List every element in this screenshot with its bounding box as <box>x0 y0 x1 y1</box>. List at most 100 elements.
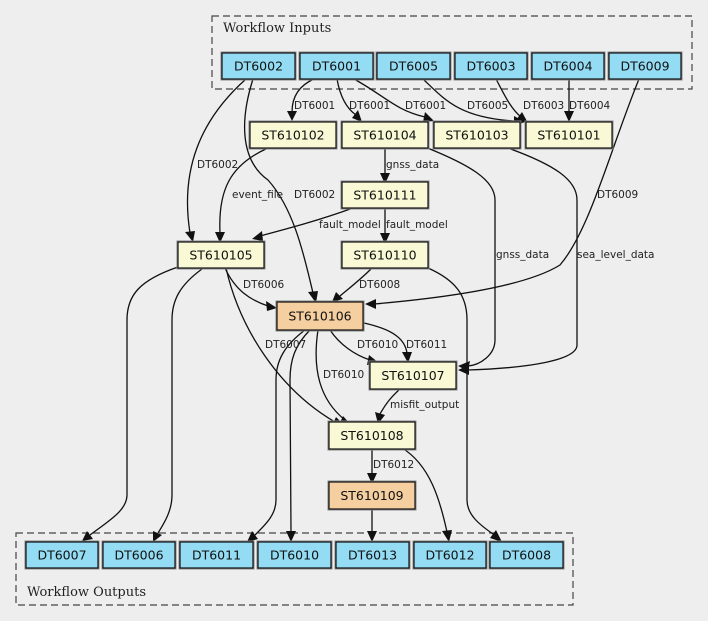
node-in-dt6009[interactable]: DT6009 <box>607 51 683 81</box>
node-st610108[interactable]: ST610108 <box>327 420 417 451</box>
edge-st610106-st610108 <box>315 329 346 421</box>
node-st610104[interactable]: ST610104 <box>340 120 430 150</box>
arrowhead <box>458 365 469 375</box>
edge-st610102-st610105 <box>219 147 269 234</box>
node-label: DT6009 <box>620 59 669 74</box>
node-st610111[interactable]: ST610111 <box>340 180 430 210</box>
node-in-dt6005[interactable]: DT6005 <box>375 51 452 81</box>
edge-label: DT6008 <box>359 279 400 291</box>
node-outline <box>340 240 430 270</box>
node-out-dt6012[interactable]: DT6012 <box>412 540 488 570</box>
node-label: DT6005 <box>389 59 438 74</box>
node-st610102[interactable]: ST610102 <box>248 120 338 150</box>
cluster-title-outputs: Workflow Outputs <box>27 585 146 600</box>
edge-label: DT6010 <box>357 339 398 351</box>
edge-label: DT6001 <box>349 100 390 112</box>
node-label: DT6006 <box>114 548 163 563</box>
arrowhead <box>367 473 377 484</box>
node-box <box>257 541 332 569</box>
node-outline <box>327 480 417 511</box>
node-outline <box>327 420 417 451</box>
node-label: ST610106 <box>288 309 351 324</box>
node-st610101[interactable]: ST610101 <box>524 120 614 150</box>
edge-dt6001-st610102 <box>291 78 315 113</box>
edge-label: DT6010 <box>323 369 364 381</box>
edge-label: DT6007 <box>265 339 306 351</box>
arrowhead <box>442 530 452 542</box>
node-outline <box>101 540 177 570</box>
edge-label: sea_level_data <box>577 249 654 261</box>
arrowhead <box>287 111 297 121</box>
arrowhead <box>153 531 162 542</box>
node-out-dt6007[interactable]: DT6007 <box>24 540 100 570</box>
node-st610110[interactable]: ST610110 <box>340 240 430 270</box>
arrowhead <box>352 110 362 122</box>
edge-st610110-out-dt6008 <box>427 267 494 535</box>
edge-label: DT6006 <box>243 279 285 291</box>
arrowhead <box>365 299 376 309</box>
node-outline <box>375 51 452 81</box>
node-in-dt6003[interactable]: DT6003 <box>453 51 529 81</box>
edge-label: DT6012 <box>373 459 414 471</box>
node-label: ST610105 <box>189 248 252 263</box>
node-label: DT6003 <box>466 59 515 74</box>
node-st610107[interactable]: ST610107 <box>368 360 458 391</box>
arrowhead <box>82 531 93 541</box>
edge-st610106-out-dt6011 <box>254 329 306 536</box>
edge-st610105-out-dt6006 <box>157 268 203 534</box>
node-outline <box>524 120 614 150</box>
node-st610105[interactable]: ST610105 <box>176 240 266 270</box>
node-label: DT6007 <box>37 548 86 563</box>
edge-st610103-st610107 <box>467 147 578 371</box>
node-box <box>369 361 457 390</box>
node-box <box>25 541 99 569</box>
node-out-dt6010[interactable]: DT6010 <box>256 540 333 570</box>
node-out-dt6008[interactable]: DT6008 <box>488 540 565 570</box>
arrowhead <box>423 112 434 122</box>
node-box <box>433 121 521 149</box>
node-label: ST610111 <box>353 188 416 203</box>
node-box <box>454 52 528 80</box>
edge-label: DT6001 <box>294 100 335 112</box>
node-label: ST610109 <box>340 488 403 503</box>
node-box <box>489 541 564 569</box>
node-in-dt6001[interactable]: DT6001 <box>298 51 375 81</box>
node-out-dt6006[interactable]: DT6006 <box>101 540 177 570</box>
edge-dt6001-st610103 <box>353 78 426 118</box>
node-in-dt6002[interactable]: DT6002 <box>220 51 297 81</box>
node-in-dt6004[interactable]: DT6004 <box>530 51 606 81</box>
node-outline <box>256 540 333 570</box>
node-st610109[interactable]: ST610109 <box>327 480 417 511</box>
arrowhead <box>308 291 318 303</box>
node-outline <box>340 180 430 210</box>
node-label: ST610101 <box>537 128 600 143</box>
arrowhead <box>252 231 263 241</box>
node-label: ST610104 <box>353 128 416 143</box>
node-box <box>177 241 265 269</box>
node-label: DT6004 <box>543 59 592 74</box>
node-st610103[interactable]: ST610103 <box>432 120 522 150</box>
node-label: ST610110 <box>353 248 416 263</box>
edge-label: DT6005 <box>467 100 508 112</box>
edge-dt6005-st610101 <box>422 78 516 122</box>
node-label: DT6012 <box>425 548 474 563</box>
arrowhead <box>286 531 296 542</box>
node-outline <box>24 540 100 570</box>
node-outline <box>178 540 255 570</box>
edge-st610110-st610106 <box>339 267 373 297</box>
node-box <box>531 52 605 80</box>
node-outline <box>275 300 365 332</box>
node-out-dt6013[interactable]: DT6013 <box>334 540 411 570</box>
arrowhead <box>564 111 574 122</box>
node-box <box>221 52 296 80</box>
node-st610106[interactable]: ST610106 <box>275 300 365 332</box>
node-box <box>276 301 364 331</box>
node-label: DT6001 <box>312 59 361 74</box>
node-out-dt6011[interactable]: DT6011 <box>178 540 255 570</box>
node-outline <box>432 120 522 150</box>
node-box <box>102 541 176 569</box>
cluster-workflow-inputs: Workflow Inputs <box>211 15 693 90</box>
arrowhead <box>380 233 390 244</box>
